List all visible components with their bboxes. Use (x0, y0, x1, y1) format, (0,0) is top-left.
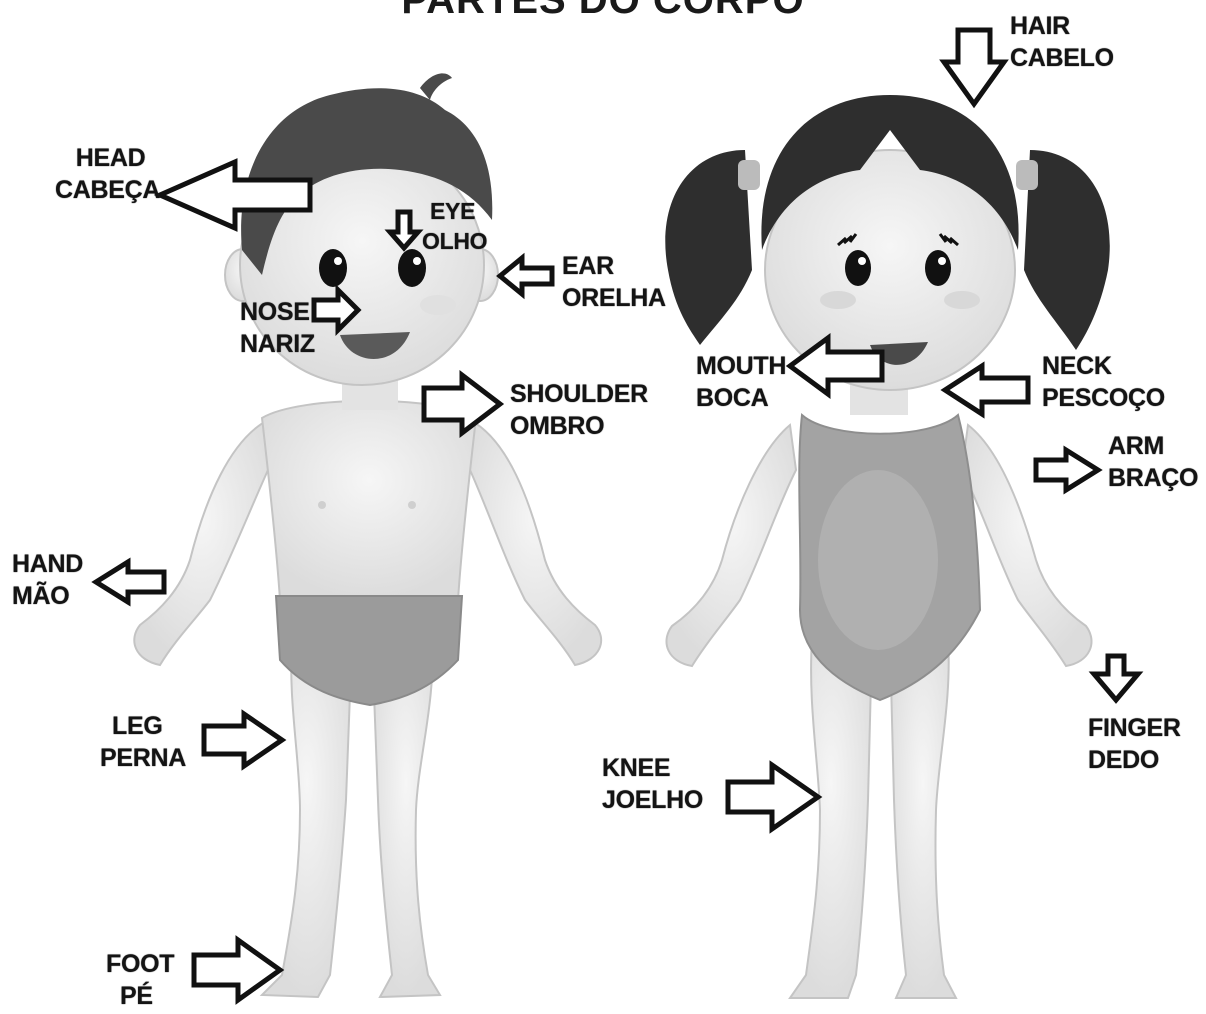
girl-right-arm (666, 425, 796, 666)
boy-torso (262, 401, 476, 600)
label-neck: NECK PESCOÇO (1042, 350, 1165, 414)
boy-left-arm (470, 420, 601, 665)
label-hand: HAND MÃO (12, 548, 83, 612)
label-hair: HAIR CABELO (1010, 10, 1114, 74)
girl-figure (665, 95, 1109, 998)
ear-arrow (500, 258, 552, 294)
arm-arrow (1036, 450, 1098, 490)
neck-arrow (945, 366, 1028, 414)
hand-arrow (96, 562, 164, 602)
label-foot: FOOT PÉ (106, 948, 174, 1012)
label-leg: LEG PERNA (100, 710, 186, 774)
label-ear: EAR ORELHA (562, 250, 666, 314)
label-shoulder: SHOULDER OMBRO (510, 378, 648, 442)
label-head: HEAD CABEÇA (55, 142, 160, 206)
finger-arrow (1094, 656, 1138, 700)
girl-right-leg (790, 640, 872, 998)
label-finger: FINGER DEDO (1088, 712, 1181, 776)
knee-arrow (728, 765, 818, 829)
label-nose: NOSE NARIZ (240, 296, 315, 360)
label-eye: EYE OLHO (430, 196, 487, 256)
label-arm: ARM BRAÇO (1108, 430, 1198, 494)
hair-arrow (944, 30, 1004, 104)
boy-right-arm (134, 420, 268, 665)
label-mouth: MOUTH BOCA (696, 350, 786, 414)
girl-left-leg (890, 640, 956, 998)
label-knee: KNEE JOELHO (602, 752, 703, 816)
leg-arrow (204, 714, 282, 766)
